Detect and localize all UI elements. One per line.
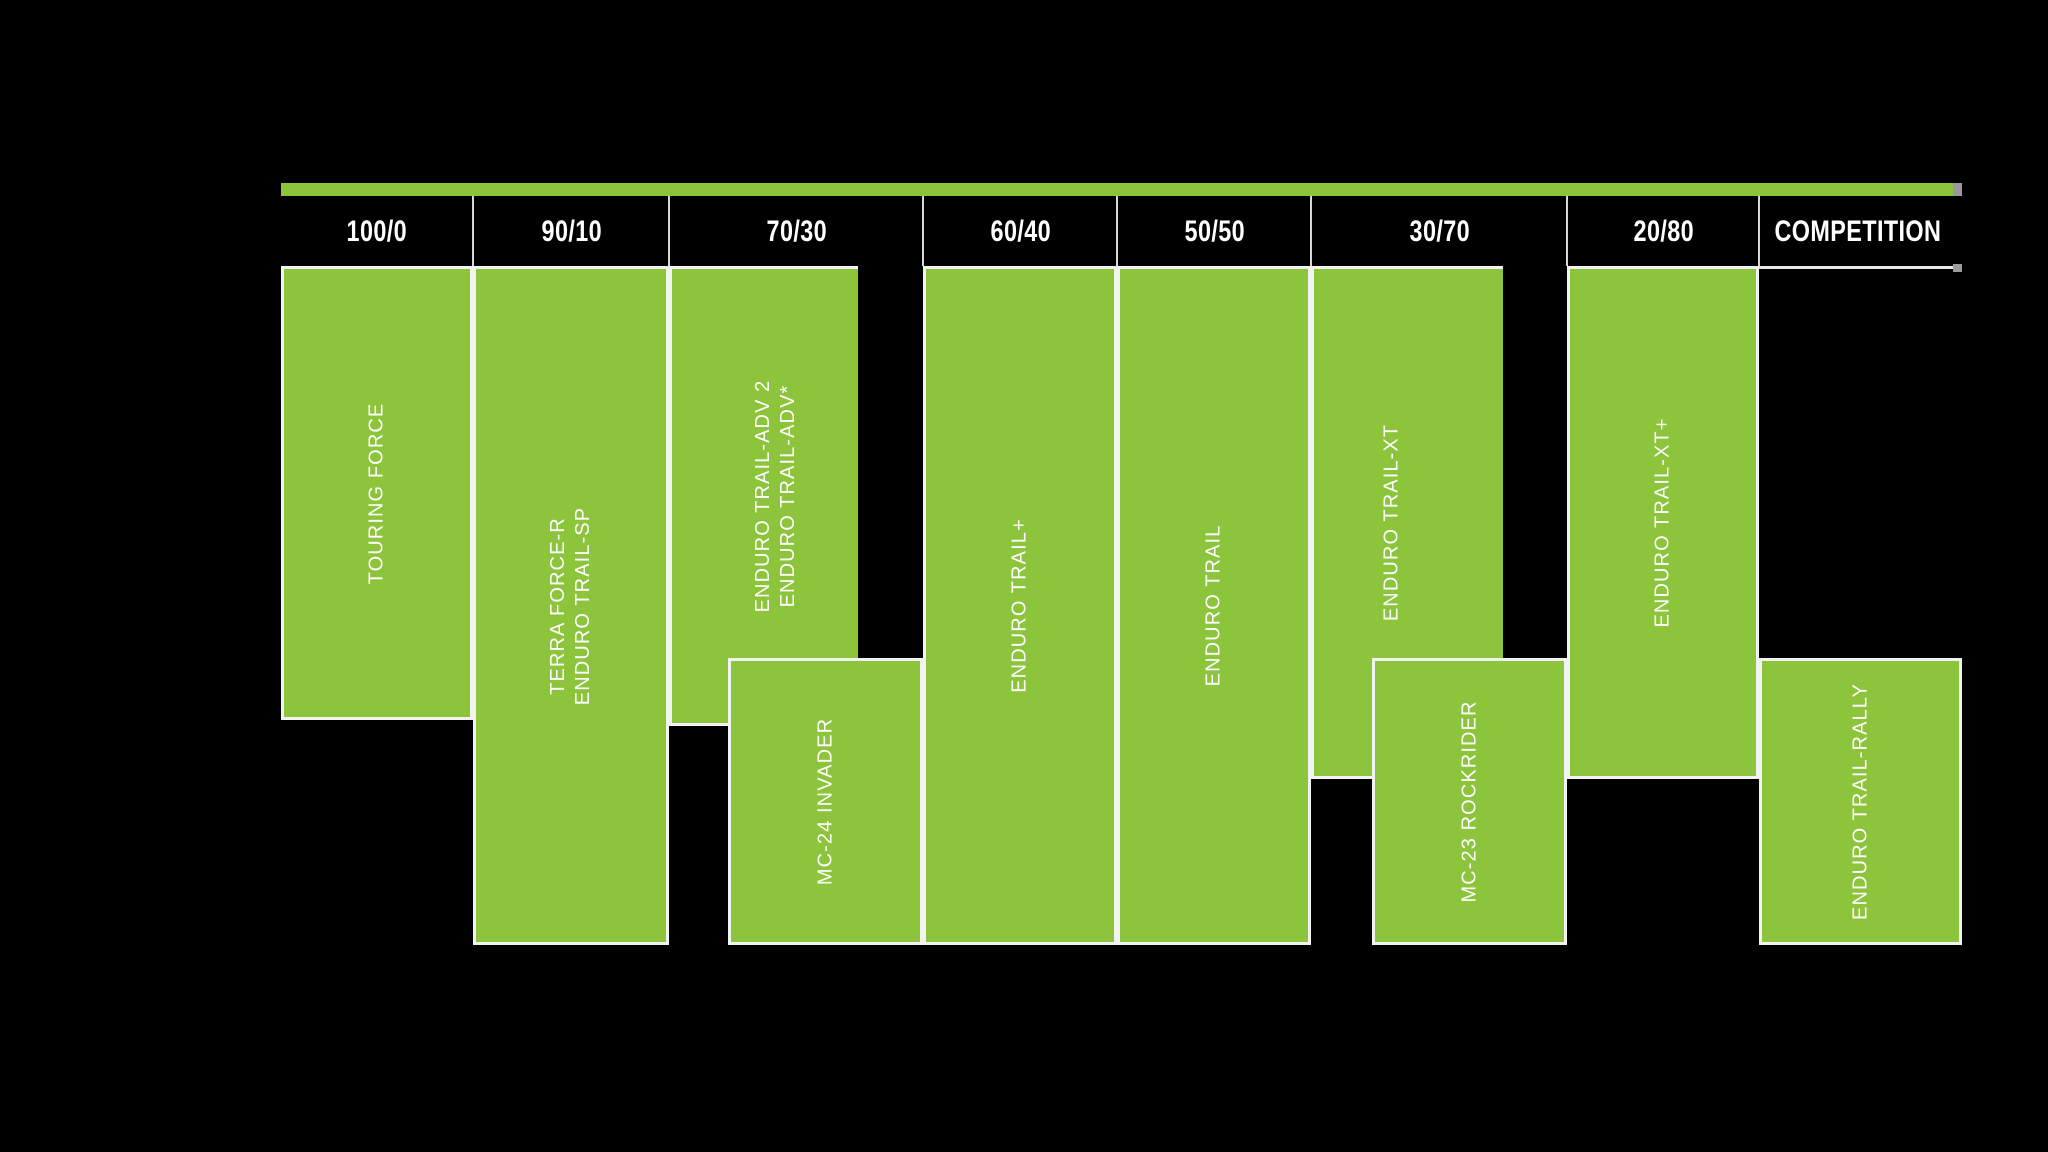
bar-label: ENDURO TRAIL-RALLY	[1849, 683, 1871, 920]
header-cell-50-50: 50/50	[1118, 196, 1311, 268]
header-label: 20/80	[1633, 215, 1694, 248]
bar-label: ENDURO TRAIL+	[1008, 518, 1031, 693]
bar-label-wrap: ENDURO TRAIL+	[933, 269, 1108, 942]
bar-notch-70-30	[858, 266, 923, 664]
header-cell-competition: COMPETITION	[1760, 196, 1956, 268]
bar-enduro-trail-rally[interactable]: ENDURO TRAIL-RALLY	[1759, 658, 1962, 945]
header-divider	[1116, 196, 1118, 268]
bar-label: MC-23 ROCKRIDER	[1458, 700, 1480, 903]
bar-label-line1: TERRA FORCE-R	[547, 516, 569, 695]
header-cell-60-40: 60/40	[924, 196, 1117, 268]
bar-label-wrap: ENDURO TRAIL	[1133, 269, 1295, 942]
header-label: 50/50	[1184, 215, 1245, 248]
header-divider	[1566, 196, 1568, 268]
bar-mc-23-rockrider[interactable]: MC-23 ROCKRIDER	[1372, 658, 1567, 945]
header-label: COMPETITION	[1774, 215, 1942, 248]
header-divider	[1310, 196, 1312, 268]
header-cell-20-80: 20/80	[1568, 196, 1759, 268]
bar-label: ENDURO TRAIL	[1202, 524, 1225, 687]
header-divider	[472, 196, 474, 268]
bar-label-wrap: MC-24 INVADER	[742, 661, 909, 942]
header-divider	[922, 196, 924, 268]
header-label: 30/70	[1409, 215, 1470, 248]
bar-enduro-trail-plus[interactable]: ENDURO TRAIL+	[923, 266, 1117, 945]
bar-label: ENDURO TRAIL-XT	[1380, 423, 1402, 622]
header-label: 60/40	[990, 215, 1051, 248]
header-label: 70/30	[766, 215, 827, 248]
bar-terra-force-r[interactable]: TERRA FORCE-R ENDURO TRAIL-SP	[473, 266, 669, 945]
header-cell-90-10: 90/10	[474, 196, 669, 268]
bar-label: MC-24 INVADER	[814, 717, 836, 886]
header-cell-30-70: 30/70	[1312, 196, 1567, 268]
bar-mc-24-invader[interactable]: MC-24 INVADER	[728, 658, 923, 945]
header-cell-100-0: 100/0	[281, 196, 473, 268]
top-accent-rule-end-cap	[1953, 183, 1962, 196]
bar-label-wrap: TERRA FORCE-R ENDURO TRAIL-SP	[472, 269, 670, 942]
bar-enduro-trail-xt-plus[interactable]: ENDURO TRAIL-XT+	[1567, 266, 1759, 779]
header-label: 100/0	[346, 215, 408, 248]
bar-label-line2: ENDURO TRAIL-SP	[572, 506, 594, 705]
header-underline-end-cap	[1953, 264, 1962, 272]
bar-label-line1: ENDURO TRAIL-ADV 2	[752, 379, 775, 613]
top-accent-rule	[281, 183, 1955, 196]
header-divider	[668, 196, 670, 268]
header-divider	[1758, 196, 1760, 268]
bar-label-wrap: TOURING FORCE	[286, 269, 468, 717]
bar-label-line2: ENDURO TRAIL-ADV*	[777, 384, 800, 608]
bar-label-wrap: ENDURO TRAIL-XT+	[1558, 269, 1768, 776]
bar-touring-force[interactable]: TOURING FORCE	[281, 266, 473, 720]
bar-notch-30-70	[1503, 266, 1567, 664]
bar-label: TOURING FORCE	[365, 402, 388, 584]
header-label: 90/10	[541, 215, 602, 248]
bar-enduro-trail[interactable]: ENDURO TRAIL	[1117, 266, 1311, 945]
bar-label: ENDURO TRAIL-XT+	[1651, 417, 1674, 628]
bar-label-wrap: MC-23 ROCKRIDER	[1368, 661, 1570, 942]
header-cell-70-30: 70/30	[670, 196, 923, 268]
bar-label-wrap: ENDURO TRAIL-RALLY	[1742, 661, 1979, 942]
